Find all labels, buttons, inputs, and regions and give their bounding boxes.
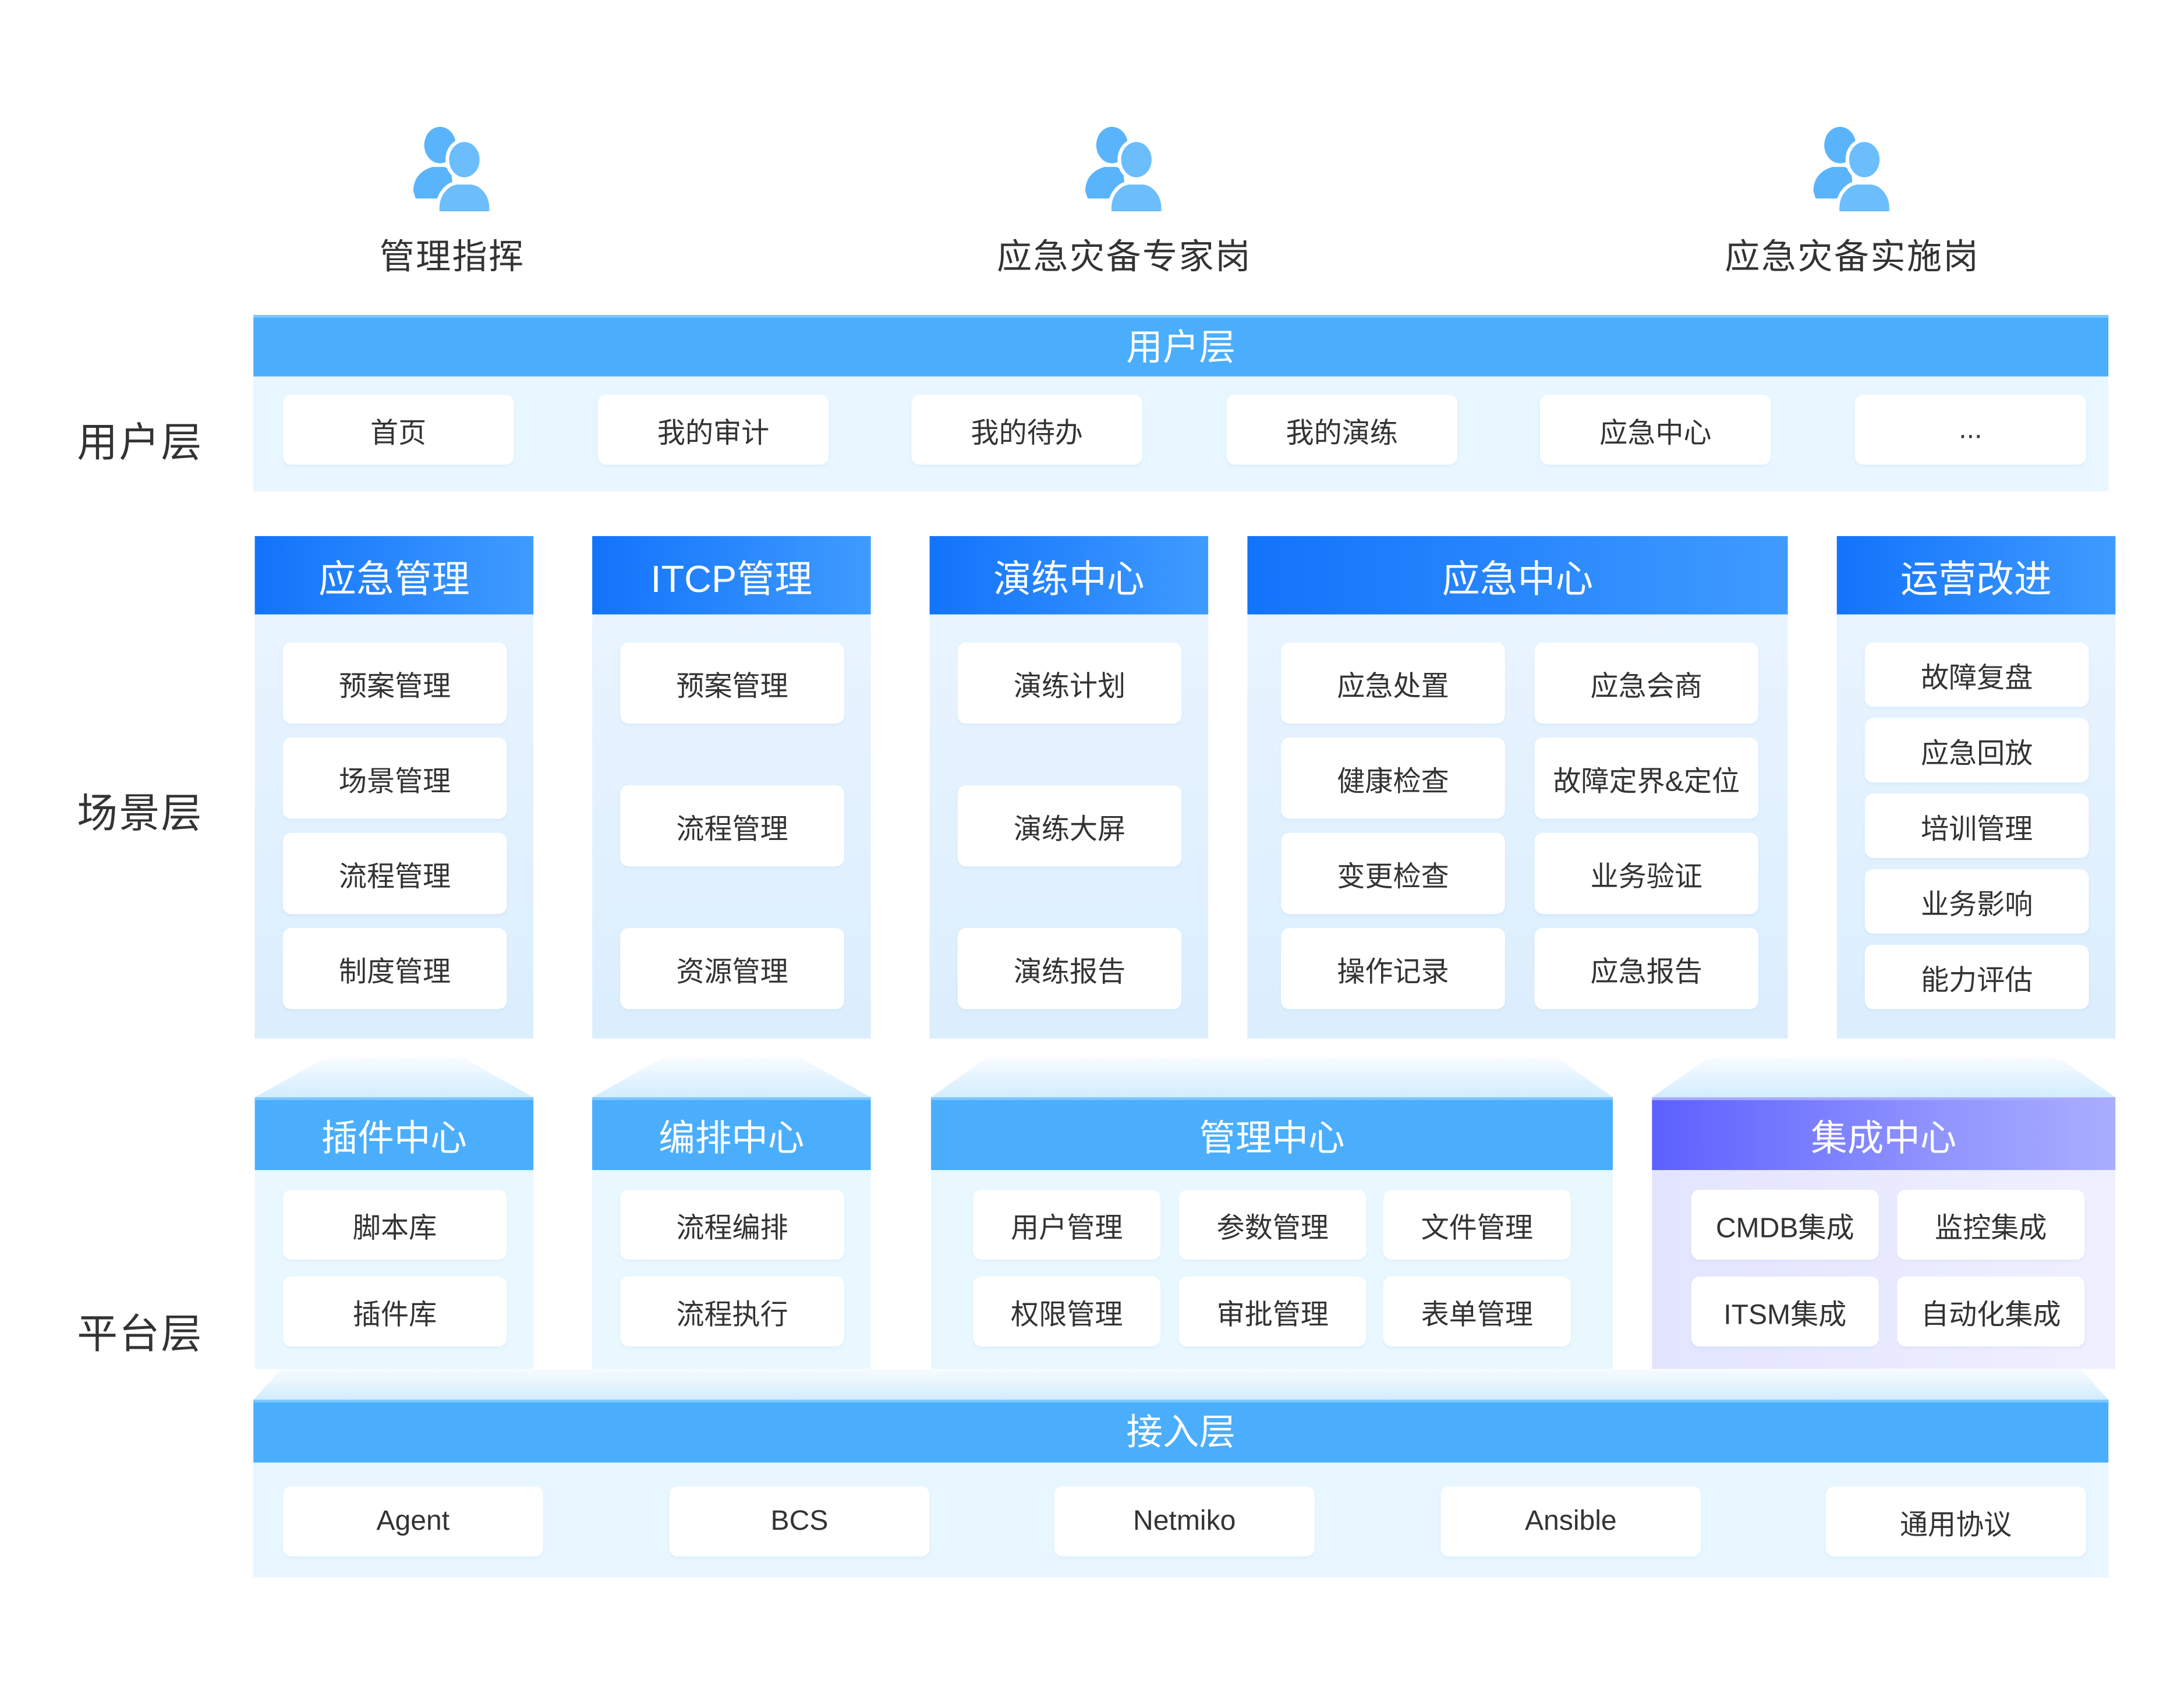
scene-column-header-operations-improvement: 运营改进	[1836, 536, 2116, 615]
platform-item[interactable]: 权限管理	[973, 1276, 1161, 1347]
user-layer-item-my-todo[interactable]: 我的待办	[911, 395, 1143, 465]
persona-label: 应急灾备实施岗	[1725, 237, 1980, 278]
scene-column-operations-improvement: 故障复盘 应急回放 培训管理 业务影响 能力评估	[1836, 614, 2116, 1039]
scene-item[interactable]: 演练报告	[957, 928, 1182, 1009]
user-layer-panel: 首页 我的审计 我的待办 我的演练 应急中心 ...	[253, 376, 2109, 491]
access-item-agent[interactable]: Agent	[282, 1486, 543, 1557]
scene-item[interactable]: 预案管理	[620, 642, 844, 724]
platform-module-header-management-center: 管理中心	[930, 1097, 1613, 1171]
scene-item[interactable]: 应急会商	[1534, 642, 1759, 724]
scene-item[interactable]: 操作记录	[1281, 928, 1505, 1009]
scene-item[interactable]: 演练计划	[957, 642, 1182, 724]
platform-item[interactable]: 流程编排	[620, 1189, 844, 1260]
scene-item[interactable]: 应急报告	[1534, 928, 1759, 1009]
platform-item[interactable]: 参数管理	[1178, 1189, 1367, 1260]
persona-management-command: 管理指挥	[242, 123, 662, 280]
access-layer-panel: Agent BCS Netmiko Ansible 通用协议	[253, 1462, 2109, 1578]
platform-item[interactable]: 审批管理	[1178, 1276, 1367, 1347]
user-layer-item-my-audit[interactable]: 我的审计	[597, 395, 829, 465]
platform-item[interactable]: CMDB集成	[1691, 1189, 1879, 1260]
scene-item[interactable]: 制度管理	[282, 928, 507, 1009]
scene-item[interactable]: 流程管理	[620, 785, 844, 867]
platform-module-header-integration-center: 集成中心	[1652, 1097, 2116, 1171]
scene-item[interactable]: 业务影响	[1864, 869, 2089, 934]
platform-item[interactable]: ITSM集成	[1691, 1276, 1879, 1347]
scene-column-header-itcp-management: ITCP管理	[592, 536, 871, 615]
persona-dr-implementer: 应急灾备实施岗	[1642, 123, 2062, 280]
platform-module-plugin-center: 脚本库 插件库	[254, 1170, 534, 1369]
access-layer-header: 接入层	[253, 1399, 2109, 1463]
platform-item[interactable]: 表单管理	[1383, 1276, 1571, 1347]
platform-module-header-orchestration-center: 编排中心	[592, 1097, 871, 1171]
platform-item[interactable]: 用户管理	[973, 1189, 1161, 1260]
users-icon	[402, 123, 502, 216]
side-label-user-layer: 用户层	[77, 421, 203, 466]
roof-decoration	[1652, 1058, 2116, 1098]
access-item-netmiko[interactable]: Netmiko	[1054, 1486, 1315, 1557]
scene-item[interactable]: 演练大屏	[957, 785, 1182, 867]
users-icon	[1074, 123, 1174, 216]
scene-column-itcp-management: 预案管理 流程管理 资源管理	[592, 614, 871, 1039]
user-layer-header: 用户层	[253, 315, 2109, 377]
side-label-platform-layer: 平台层	[77, 1313, 203, 1358]
platform-module-header-plugin-center: 插件中心	[254, 1097, 534, 1171]
scene-item[interactable]: 流程管理	[282, 832, 507, 914]
scene-item[interactable]: 应急回放	[1864, 718, 2089, 783]
scene-item[interactable]: 预案管理	[282, 642, 507, 724]
persona-label: 应急灾备专家岗	[996, 237, 1252, 278]
scene-item[interactable]: 变更检查	[1281, 832, 1505, 914]
user-layer-item-home[interactable]: 首页	[282, 395, 514, 465]
side-label-scene-layer: 场景层	[77, 792, 203, 837]
scene-item[interactable]: 健康检查	[1281, 738, 1505, 819]
access-item-bcs[interactable]: BCS	[669, 1486, 930, 1557]
platform-item[interactable]: 脚本库	[282, 1189, 507, 1260]
scene-item[interactable]: 故障定界&定位	[1534, 738, 1759, 819]
scene-column-drill-center: 演练计划 演练大屏 演练报告	[929, 614, 1209, 1039]
scene-column-header-emergency-center: 应急中心	[1247, 536, 1788, 615]
scene-item[interactable]: 故障复盘	[1864, 642, 2089, 707]
roof-decoration	[254, 1058, 534, 1098]
persona-dr-expert: 应急灾备专家岗	[914, 123, 1334, 280]
platform-module-orchestration-center: 流程编排 流程执行	[592, 1170, 871, 1369]
roof-decoration	[930, 1058, 1613, 1098]
scene-column-header-drill-center: 演练中心	[929, 536, 1209, 615]
access-item-generic-protocol[interactable]: 通用协议	[1825, 1486, 2086, 1557]
scene-item[interactable]: 应急处置	[1281, 642, 1505, 724]
users-icon	[1802, 123, 1903, 216]
platform-item[interactable]: 插件库	[282, 1276, 507, 1347]
roof-decoration	[592, 1058, 871, 1098]
platform-module-integration-center: CMDB集成 监控集成 ITSM集成 自动化集成	[1652, 1170, 2116, 1369]
access-item-ansible[interactable]: Ansible	[1440, 1486, 1701, 1557]
platform-item[interactable]: 自动化集成	[1897, 1276, 2085, 1347]
user-layer-item-my-drill[interactable]: 我的演练	[1226, 395, 1458, 465]
user-layer-item-more[interactable]: ...	[1854, 395, 2086, 465]
scene-item[interactable]: 能力评估	[1864, 945, 2089, 1009]
scene-item[interactable]: 业务验证	[1534, 832, 1759, 914]
platform-module-management-center: 用户管理 参数管理 文件管理 权限管理 审批管理 表单管理	[930, 1170, 1613, 1369]
platform-item[interactable]: 监控集成	[1897, 1189, 2085, 1260]
scene-column-emergency-management: 预案管理 场景管理 流程管理 制度管理	[254, 614, 534, 1039]
platform-item[interactable]: 流程执行	[620, 1276, 844, 1347]
scene-item[interactable]: 资源管理	[620, 928, 844, 1009]
scene-column-emergency-center: 应急处置 应急会商 健康检查 故障定界&定位 变更检查 业务验证 操作记录 应急…	[1247, 614, 1788, 1039]
scene-item[interactable]: 场景管理	[282, 738, 507, 819]
platform-item[interactable]: 文件管理	[1383, 1189, 1571, 1260]
roof-decoration	[253, 1369, 2109, 1400]
user-layer-item-emergency-center[interactable]: 应急中心	[1539, 395, 1771, 465]
scene-item[interactable]: 培训管理	[1864, 793, 2089, 858]
scene-column-header-emergency-management: 应急管理	[254, 536, 534, 615]
persona-label: 管理指挥	[379, 237, 525, 278]
